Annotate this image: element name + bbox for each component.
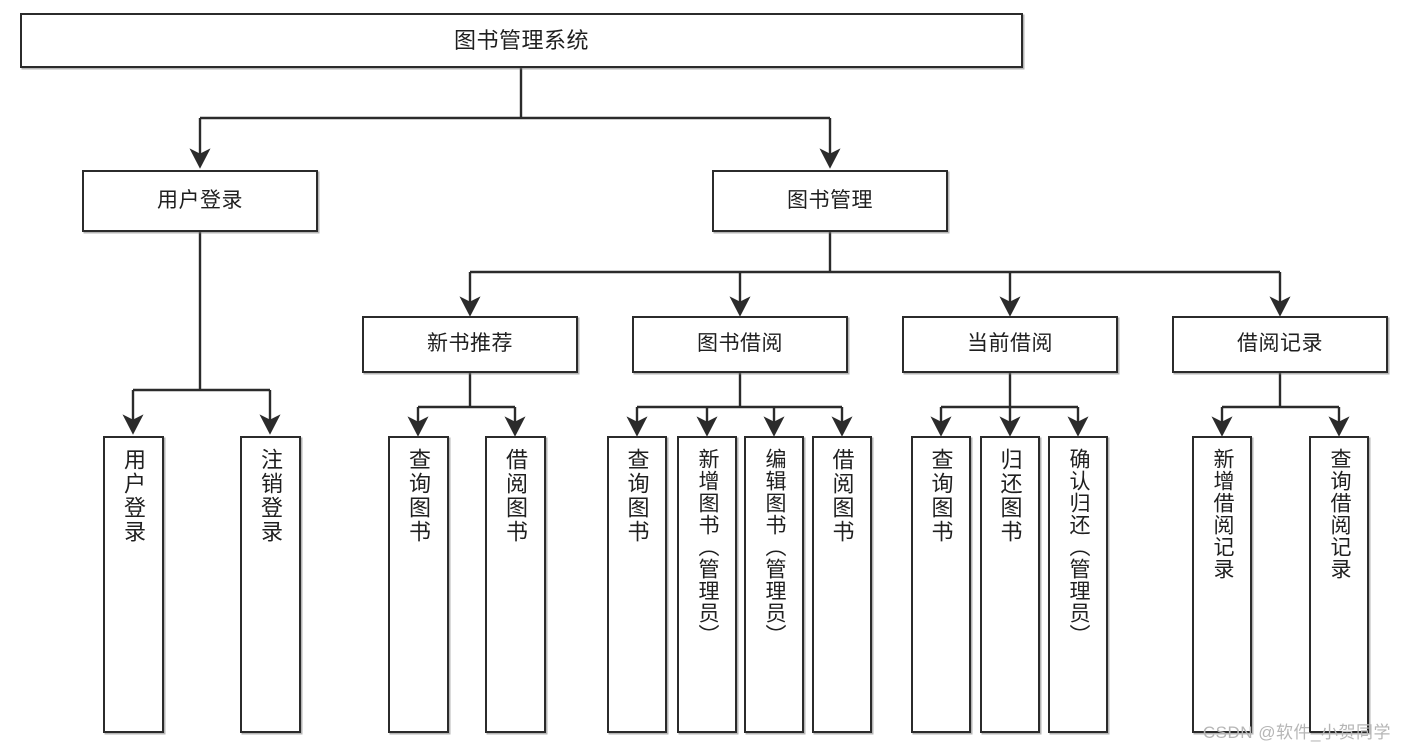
node-new-book-recommend[interactable]: 新书推荐: [362, 316, 578, 373]
node-current-borrow[interactable]: 当前借阅: [902, 316, 1118, 373]
node-label: 图书管理: [787, 188, 873, 212]
node-label: 新增借阅记录: [1211, 448, 1235, 580]
node-label: 用户登录: [121, 448, 147, 544]
leaf-query-borrow-record[interactable]: 查询借阅记录: [1309, 436, 1369, 733]
leaf-add-borrow-record[interactable]: 新增借阅记录: [1192, 436, 1252, 733]
leaf-return-book[interactable]: 归还图书: [980, 436, 1040, 733]
node-book-manage[interactable]: 图书管理: [712, 170, 948, 232]
node-label: 注销登录: [258, 448, 284, 544]
node-label: 确认归还（管理员）: [1067, 448, 1091, 646]
watermark-text: CSDN @软件_小贺同学: [1202, 723, 1391, 742]
node-label: 当前借阅: [967, 332, 1053, 356]
node-label: 查询图书: [624, 448, 650, 544]
node-label: 新书推荐: [427, 332, 513, 356]
leaf-edit-book[interactable]: 编辑图书（管理员）: [744, 436, 804, 733]
leaf-user-login[interactable]: 用户登录: [103, 436, 164, 733]
leaf-confirm-return[interactable]: 确认归还（管理员）: [1048, 436, 1108, 733]
node-label: 用户登录: [157, 188, 243, 212]
node-label: 查询图书: [406, 448, 432, 544]
node-root-system[interactable]: 图书管理系统: [20, 13, 1023, 68]
leaf-borrow-book-recommend[interactable]: 借阅图书: [485, 436, 546, 733]
node-label: 图书借阅: [697, 332, 783, 356]
node-user-login[interactable]: 用户登录: [82, 170, 318, 232]
leaf-query-book-current[interactable]: 查询图书: [911, 436, 971, 733]
leaf-add-book[interactable]: 新增图书（管理员）: [677, 436, 737, 733]
leaf-query-book-recommend[interactable]: 查询图书: [388, 436, 449, 733]
node-label: 新增图书（管理员）: [696, 448, 720, 646]
node-label: 借阅图书: [503, 448, 529, 544]
node-label: 查询图书: [928, 448, 954, 544]
node-label: 编辑图书（管理员）: [763, 448, 787, 646]
leaf-logout-login[interactable]: 注销登录: [240, 436, 301, 733]
node-label: 借阅图书: [829, 448, 855, 544]
leaf-query-book-borrow[interactable]: 查询图书: [607, 436, 667, 733]
node-label: 借阅记录: [1237, 332, 1323, 356]
node-book-borrow[interactable]: 图书借阅: [632, 316, 848, 373]
node-label: 归还图书: [997, 448, 1023, 544]
node-borrow-record[interactable]: 借阅记录: [1172, 316, 1388, 373]
node-label: 图书管理系统: [453, 27, 589, 53]
node-label: 查询借阅记录: [1328, 448, 1352, 580]
leaf-borrow-book[interactable]: 借阅图书: [812, 436, 872, 733]
